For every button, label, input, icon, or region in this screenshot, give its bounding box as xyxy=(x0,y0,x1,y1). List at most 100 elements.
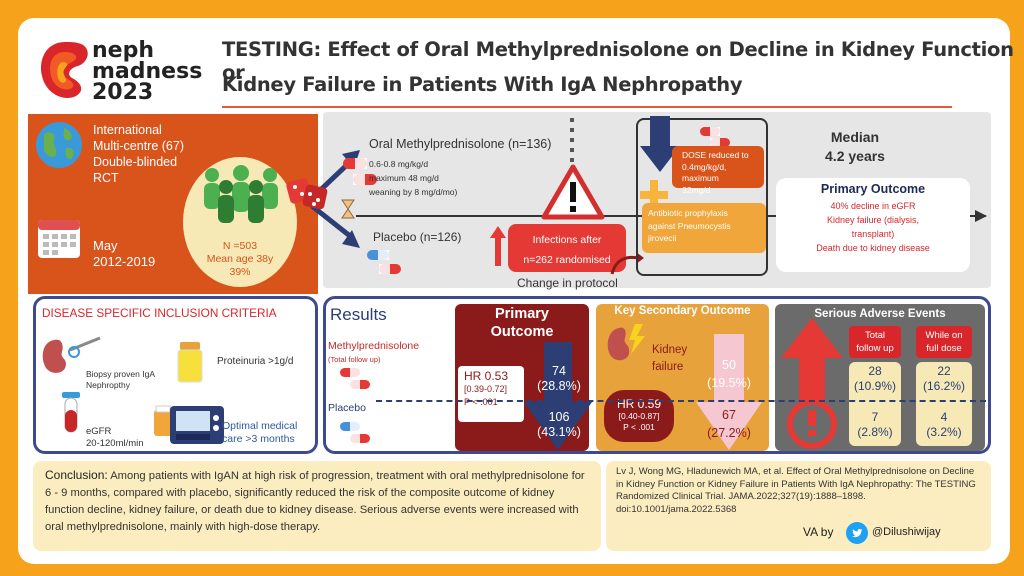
outcome-item-1: 40% decline in eGFR xyxy=(830,201,916,211)
page-title-line1: TESTING: Effect of Oral Methylprednisolo… xyxy=(222,38,1014,84)
title-divider xyxy=(222,106,952,108)
sae-mp-full-n: 22 xyxy=(937,364,951,378)
primary-result-title: Primary Outcome xyxy=(455,305,589,341)
results-placebo-pills-icon xyxy=(340,422,370,443)
secondary-down-arrow-icon xyxy=(696,334,762,450)
primary-placebo-result: 106 (43.1%) xyxy=(531,410,587,440)
placebo-arm-label: Placebo (n=126) xyxy=(373,230,462,244)
kidney-biopsy-icon xyxy=(42,336,101,373)
secondary-mp-pct: (19.5%) xyxy=(707,376,751,390)
care-line2: care >3 months xyxy=(222,433,295,445)
primary-title-line1: Primary xyxy=(494,306,549,322)
curved-arrow-icon xyxy=(610,252,644,275)
secondary-mp-n: 50 xyxy=(722,358,736,372)
dose-reduced-box: DOSE reduced to 0.4mg/kg/d, maximum 32mg… xyxy=(672,146,764,195)
twitter-icon[interactable] xyxy=(846,522,868,544)
infections-line2: n=262 randomised xyxy=(523,254,611,266)
proteinuria-criterion: Proteinuria >1g/d xyxy=(217,356,294,367)
study-design: International Multi-centre (67) Double-b… xyxy=(93,122,184,186)
dose-reduced-line3: 32mg/d xyxy=(682,184,711,195)
egfr-line1: eGFR xyxy=(86,426,112,437)
logo-line1: neph xyxy=(92,38,154,63)
design-line1: International xyxy=(93,123,162,137)
mp-label: Methylprednisolone xyxy=(328,340,420,352)
sae-col1-line2: follow up xyxy=(856,343,894,354)
sae-col-fulldose: While on full dose xyxy=(916,326,972,358)
primary-title-line2: Outcome xyxy=(490,324,554,340)
design-line2: Multi-centre (67) xyxy=(93,139,184,153)
conclusion-label: Conclusion: xyxy=(45,468,108,482)
va-label: VA by xyxy=(803,525,834,539)
page-title-line2: Kidney Failure in Patients With IgA Neph… xyxy=(222,73,743,96)
design-line3: Double-blinded xyxy=(93,155,178,169)
oral-arm-label: Oral Methylprednisolone (n=136) xyxy=(369,137,552,151)
infections-box: Infections after n=262 randomised xyxy=(508,224,626,272)
results-title: Results xyxy=(330,305,387,324)
median-line2: 4.2 years xyxy=(825,148,885,164)
period-month: May xyxy=(93,238,118,253)
mp-pills-icon xyxy=(340,368,370,389)
biopsy-criterion: Biopsy proven IgA Nephropthy xyxy=(86,369,155,391)
primary-mp-n: 74 xyxy=(552,364,566,378)
warning-icon xyxy=(541,164,605,220)
egfr-criterion: eGFR 20-120ml/min xyxy=(86,426,144,449)
logo-line3: 2023 xyxy=(92,80,154,105)
globe-icon xyxy=(36,122,82,168)
sae-fulldose-cell xyxy=(916,362,972,446)
kidney-failure-line2: failure xyxy=(652,361,684,373)
primary-mp-pct: (28.8%) xyxy=(537,379,581,393)
sae-mp-total: 28 (10.9%) xyxy=(849,364,901,394)
secondary-ci: [0.40-0.87] xyxy=(618,411,660,421)
median-followup: Median 4.2 years xyxy=(800,128,910,166)
dice-icon xyxy=(286,178,328,210)
sae-pl-full-pct: (3.2%) xyxy=(926,425,962,439)
population-n: N =503 xyxy=(222,240,258,252)
people-group-icon xyxy=(204,165,278,223)
primary-outcome-list: 40% decline in eGFR Kidney failure (dial… xyxy=(776,199,970,255)
kidney-failure-line1: Kidney xyxy=(652,344,688,356)
sae-title: Serious Adverse Events xyxy=(814,308,946,320)
sae-col1-line1: Total xyxy=(864,330,886,341)
population-age: Mean age 38y xyxy=(206,253,274,265)
sae-total-cell xyxy=(849,362,901,446)
plus-icon xyxy=(640,180,668,210)
outcome-item-3: transplant) xyxy=(851,229,895,239)
up-arrow-icon xyxy=(490,226,506,266)
dotted-divider xyxy=(570,118,574,168)
secondary-hr-box: HR 0.59 [0.40-0.87] P < .001 xyxy=(604,390,674,442)
outcome-item-2: Kidney failure (dialysis, xyxy=(826,215,920,225)
dose-reduced-line2: 0.4mg/kg/d, maximum xyxy=(682,161,727,184)
secondary-pl-n: 67 xyxy=(722,408,736,422)
care-line1: Optimal medical xyxy=(222,420,298,432)
twitter-handle[interactable]: @Dilushiwijay xyxy=(872,526,941,538)
conclusion-box: Conclusion: Among patients with IgAN at … xyxy=(33,461,601,551)
sae-col2-line2: full dose xyxy=(926,343,962,354)
dose-reduced-line1: DOSE reduced to xyxy=(682,150,749,160)
antibiotic-line1: Antibiotic prophylaxis xyxy=(648,208,728,218)
oral-dose-line2: maximum 48 mg/d xyxy=(369,173,439,183)
timeline-arrow-icon xyxy=(975,210,987,222)
mp-sublabel: (Total follow up) xyxy=(328,355,381,364)
population-stats: N =503 Mean age 38y 39% xyxy=(183,240,297,279)
hourglass-icon xyxy=(341,199,355,219)
secondary-mp-result: 50 (19.5%) xyxy=(700,356,758,392)
biopsy-line1: Biopsy proven IgA xyxy=(86,369,155,379)
secondary-result-title: Key Secondary Outcome xyxy=(614,305,751,317)
outcome-item-4: Death due to kidney disease xyxy=(816,243,930,253)
primary-hr-box: HR 0.53 [0.39-0.72] P < .001 xyxy=(458,366,524,422)
reference-text: Lv J, Wong MG, Hladunewich MA, et al. Ef… xyxy=(616,466,976,515)
sae-col2-line1: While on xyxy=(925,330,963,341)
sae-mp-total-n: 28 xyxy=(868,364,882,378)
infections-line1: Infections after xyxy=(532,234,602,246)
primary-ci: [0.39-0.72] xyxy=(464,384,508,394)
primary-pl-pct: (43.1%) xyxy=(537,425,581,439)
sae-pl-total: 7 (2.8%) xyxy=(849,410,901,440)
primary-hr: HR 0.53 xyxy=(464,369,509,383)
placebo-pills-icon xyxy=(367,250,401,274)
sae-col-total: Total follow up xyxy=(849,326,901,358)
population-pct: 39% xyxy=(229,266,251,278)
primary-outcome-box: Primary Outcome 40% decline in eGFR Kidn… xyxy=(776,178,970,272)
primary-pl-n: 106 xyxy=(548,410,570,424)
study-period: May 2012-2019 xyxy=(93,238,155,270)
secondary-placebo-result: 67 (27.2%) xyxy=(700,406,758,442)
